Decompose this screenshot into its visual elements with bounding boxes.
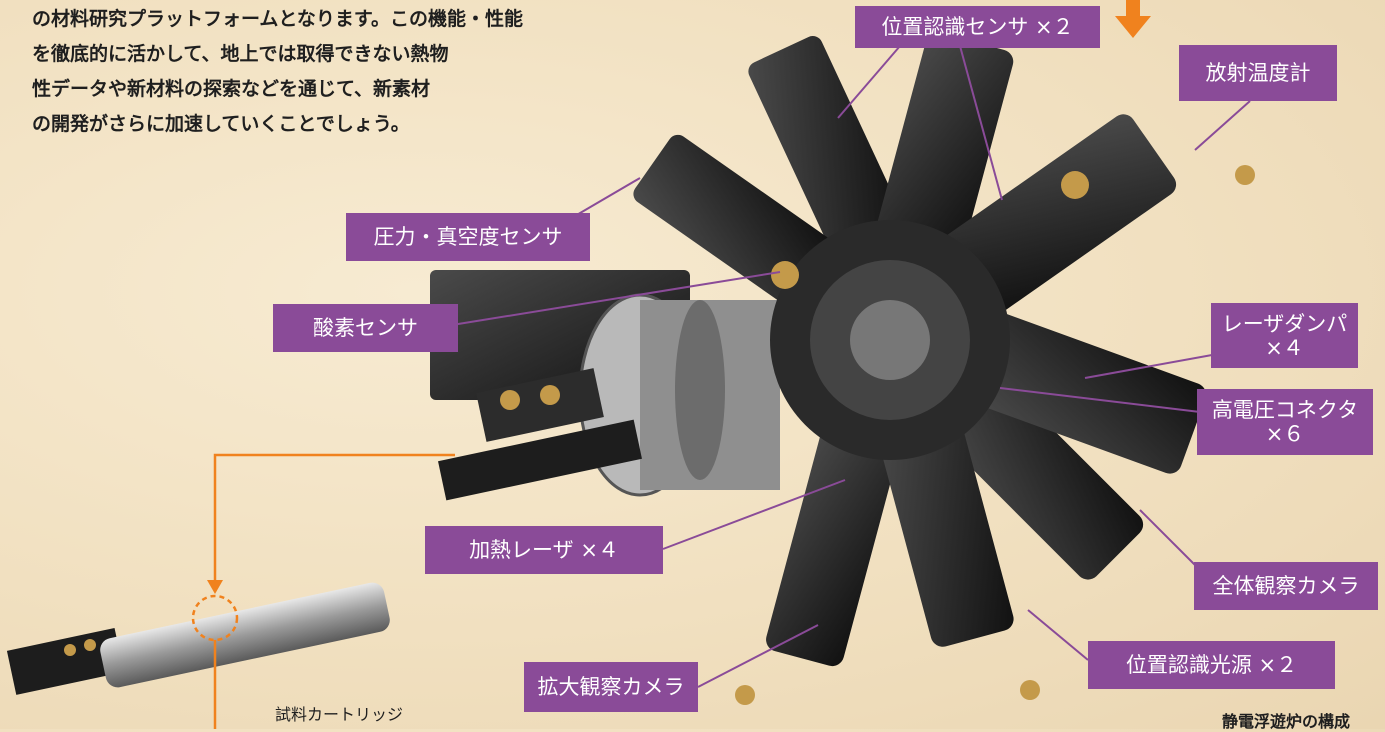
sample-cartridge-image <box>6 582 390 695</box>
intro-line: 性データや新材料の探索などを通じて、新素材 <box>32 78 431 100</box>
intro-text: の材料研究プラットフォームとなります。この機能・性能 を徹底的に活かして、地上で… <box>32 2 592 142</box>
label-laser-damper: レーザダンパ ×４ <box>1211 303 1358 368</box>
intro-line: の材料研究プラットフォームとなります。この機能・性能 <box>32 8 523 30</box>
label-heating-laser: 加熱レーザ ×４ <box>425 526 663 574</box>
label-text: 酸素センサ <box>313 316 418 340</box>
label-magnifying-camera: 拡大観察カメラ <box>524 662 698 712</box>
intro-line: を徹底的に活かして、地上では取得できない熱物 <box>32 43 449 65</box>
leader-lines <box>451 45 1251 688</box>
label-overall-camera: 全体観察カメラ <box>1194 562 1378 610</box>
label-text: ×４ <box>1265 335 1304 360</box>
label-text: 放射温度計 <box>1205 61 1311 85</box>
label-text: 拡大観察カメラ <box>537 675 685 699</box>
label-text: 全体観察カメラ <box>1212 574 1360 598</box>
label-oxygen-sensor: 酸素センサ <box>273 304 458 352</box>
caption-sample-cartridge: 試料カートリッジ <box>275 705 404 724</box>
intro-line: の開発がさらに加速していくことでしょう。 <box>32 113 410 135</box>
cartridge-connector <box>191 453 455 729</box>
label-text: 位置認識光源 ×２ <box>1125 653 1298 677</box>
furnace-body <box>430 32 1255 705</box>
label-text: 圧力・真空度センサ <box>373 225 563 249</box>
label-text: レーザダンパ <box>1221 311 1348 336</box>
label-position-sensor: 位置認識センサ ×２ <box>855 6 1100 48</box>
down-arrow-icon <box>1115 0 1151 38</box>
label-position-light-source: 位置認識光源 ×２ <box>1088 641 1335 689</box>
label-pressure-vacuum-sensor: 圧力・真空度センサ <box>346 213 590 261</box>
caption-furnace-structure: 静電浮遊炉の構成 <box>1222 712 1351 731</box>
label-radiation-thermometer: 放射温度計 <box>1179 45 1337 101</box>
label-hv-connector: 高電圧コネクタ ×６ <box>1197 389 1373 455</box>
label-text: 位置認識センサ ×２ <box>881 15 1074 39</box>
label-text: 高電圧コネクタ <box>1211 398 1359 422</box>
label-text: 加熱レーザ ×４ <box>469 538 619 562</box>
label-text: ×６ <box>1265 422 1305 446</box>
